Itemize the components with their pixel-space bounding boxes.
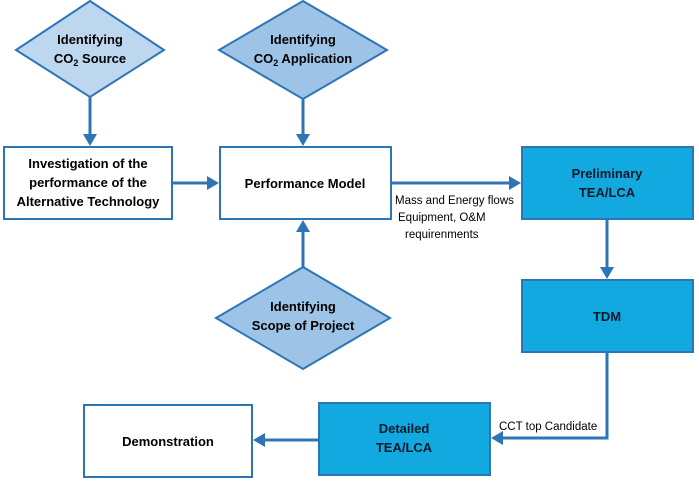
investigation-line2: performance of the: [29, 175, 147, 190]
diamond-co2-application: Identifying CO2 Application: [217, 0, 389, 101]
co2-source-line1: Identifying: [57, 32, 123, 47]
edge-label-flows-line1: Mass and Energy flows: [395, 195, 514, 207]
arrow-tdm-to-detailed: [491, 352, 609, 445]
arrow-preliminary-to-tdm: [600, 219, 614, 279]
edge-label-cct: CCT top Candidate: [499, 421, 597, 433]
performance-model-label: Performance Model: [245, 176, 366, 191]
diamond-co2-source: Identifying CO2 Source: [14, 0, 166, 99]
box-preliminary-tea: Preliminary TEA/LCA: [521, 146, 694, 220]
scope-line1: Identifying: [270, 299, 336, 314]
co2-source-line2: CO2 Source: [54, 51, 126, 68]
box-investigation: Investigation of the performance of the …: [3, 146, 173, 220]
box-demonstration: Demonstration: [83, 404, 253, 478]
box-tdm: TDM: [521, 279, 694, 353]
co2-application-line1: Identifying: [270, 32, 336, 47]
box-detailed-tea: Detailed TEA/LCA: [318, 402, 491, 476]
arrow-application-to-model: [296, 99, 310, 146]
arrow-scope-to-model: [296, 220, 310, 267]
arrow-investigation-to-model: [172, 176, 219, 190]
tdm-label: TDM: [593, 309, 621, 324]
edge-label-flows-line3: requirenments: [405, 229, 479, 241]
demonstration-label: Demonstration: [122, 434, 214, 449]
detailed-tea-line1: Detailed: [379, 421, 430, 436]
scope-line2: Scope of Project: [252, 318, 355, 333]
detailed-tea-line2: TEA/LCA: [376, 440, 433, 455]
edge-label-flows-line2: Equipment, O&M: [398, 212, 486, 224]
arrow-model-to-preliminary: [391, 176, 521, 190]
arrow-source-to-investigation: [83, 97, 97, 146]
investigation-line3: Alternative Technology: [17, 194, 161, 209]
preliminary-tea-line1: Preliminary: [572, 166, 644, 181]
investigation-line1: Investigation of the: [28, 156, 147, 171]
preliminary-tea-line2: TEA/LCA: [579, 185, 636, 200]
diamond-scope: Identifying Scope of Project: [214, 265, 392, 371]
co2-application-line2: CO2 Application: [254, 51, 352, 68]
box-performance-model: Performance Model: [219, 146, 392, 220]
arrow-detailed-to-demonstration: [253, 433, 319, 447]
